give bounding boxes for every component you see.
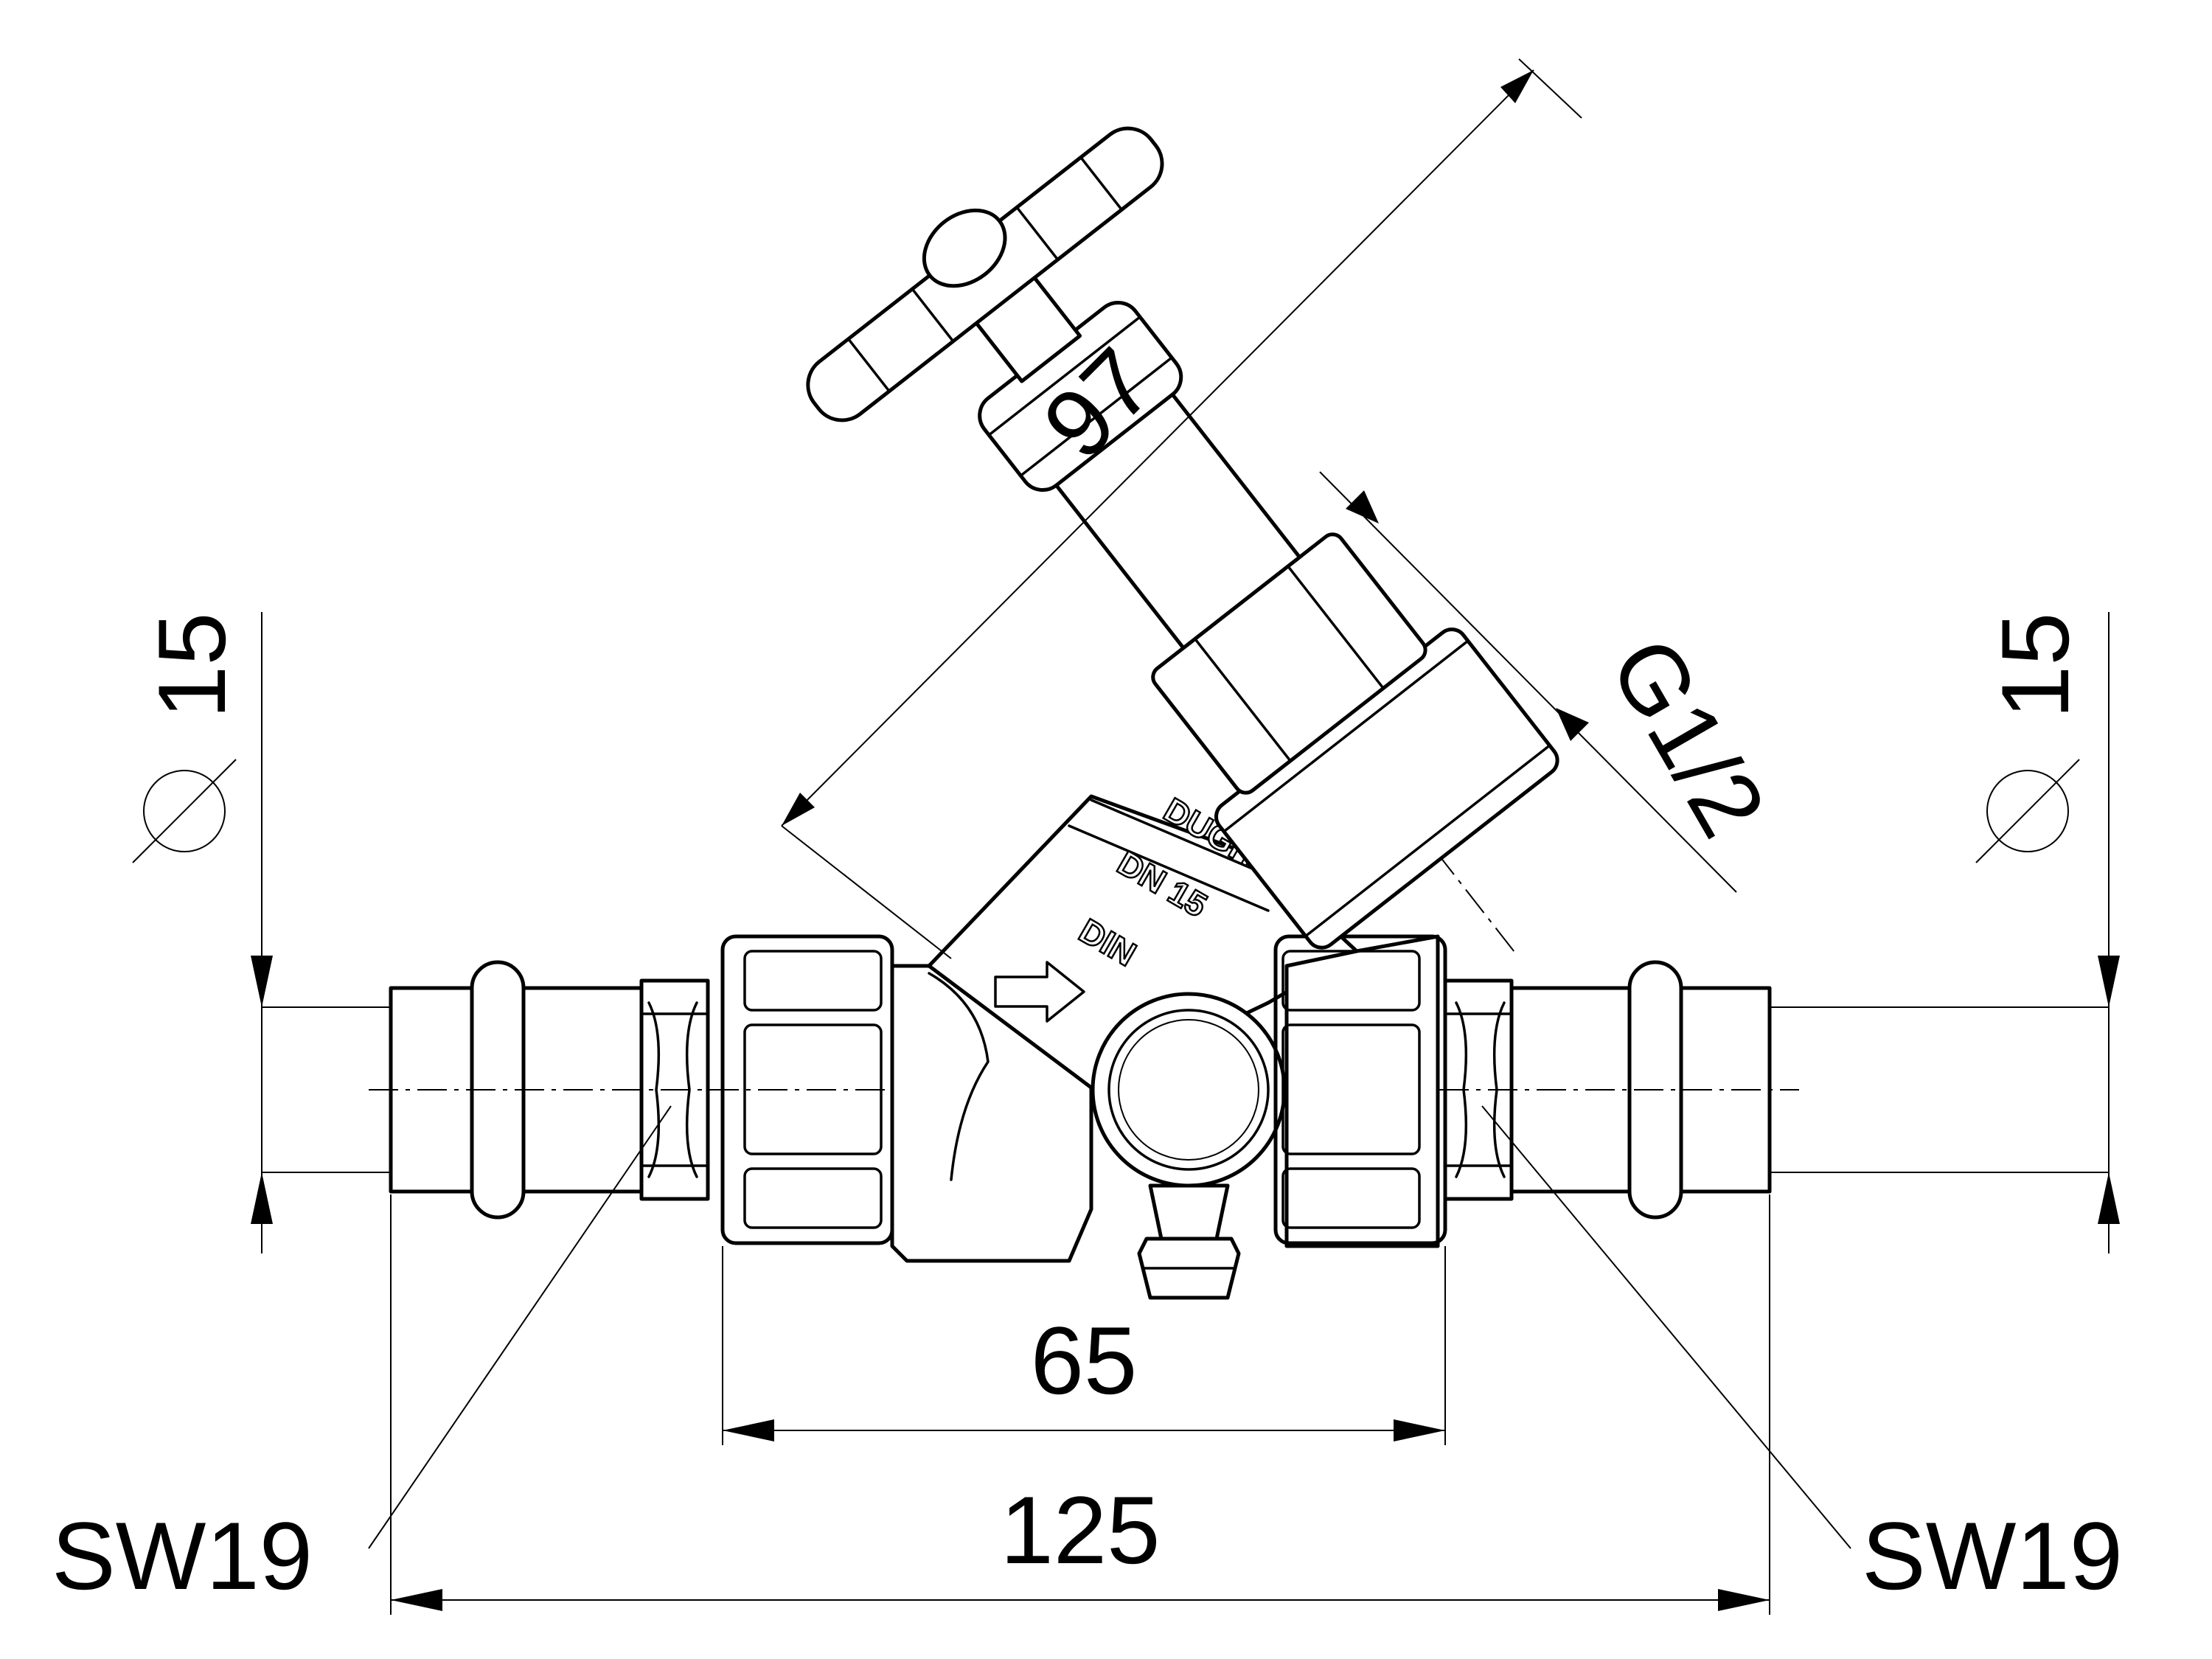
dimension-diameter-left: 15 bbox=[132, 612, 273, 1253]
diameter-symbol-right bbox=[1986, 770, 2069, 852]
dimension-thread-label: G1/2 bbox=[1590, 620, 1787, 854]
dimension-125-label: 125 bbox=[1001, 1476, 1161, 1584]
dimension-diameter-right-label: 15 bbox=[1981, 612, 2089, 719]
dimension-diameter-left-label: 15 bbox=[138, 612, 246, 719]
leader-wrench-left: SW19 bbox=[52, 1105, 672, 1610]
diameter-symbol-left bbox=[143, 770, 226, 852]
wrench-right-label: SW19 bbox=[1862, 1502, 2123, 1610]
valve-body bbox=[890, 794, 1359, 1263]
leader-wrench-right: SW19 bbox=[1481, 1105, 2123, 1610]
right-union-nut bbox=[1273, 934, 1447, 1248]
wrench-left-label: SW19 bbox=[52, 1502, 313, 1610]
right-press-fitting bbox=[1443, 960, 2109, 1220]
dimension-diameter-right: 15 bbox=[1975, 612, 2120, 1253]
bonnet-assembly bbox=[806, 126, 1559, 952]
left-press-fitting bbox=[262, 960, 710, 1220]
dimension-65-label: 65 bbox=[1031, 1307, 1138, 1414]
dimension-65: 65 bbox=[722, 1246, 1446, 1445]
dimension-125: 125 bbox=[390, 1194, 1770, 1615]
test-port bbox=[1091, 992, 1287, 1300]
